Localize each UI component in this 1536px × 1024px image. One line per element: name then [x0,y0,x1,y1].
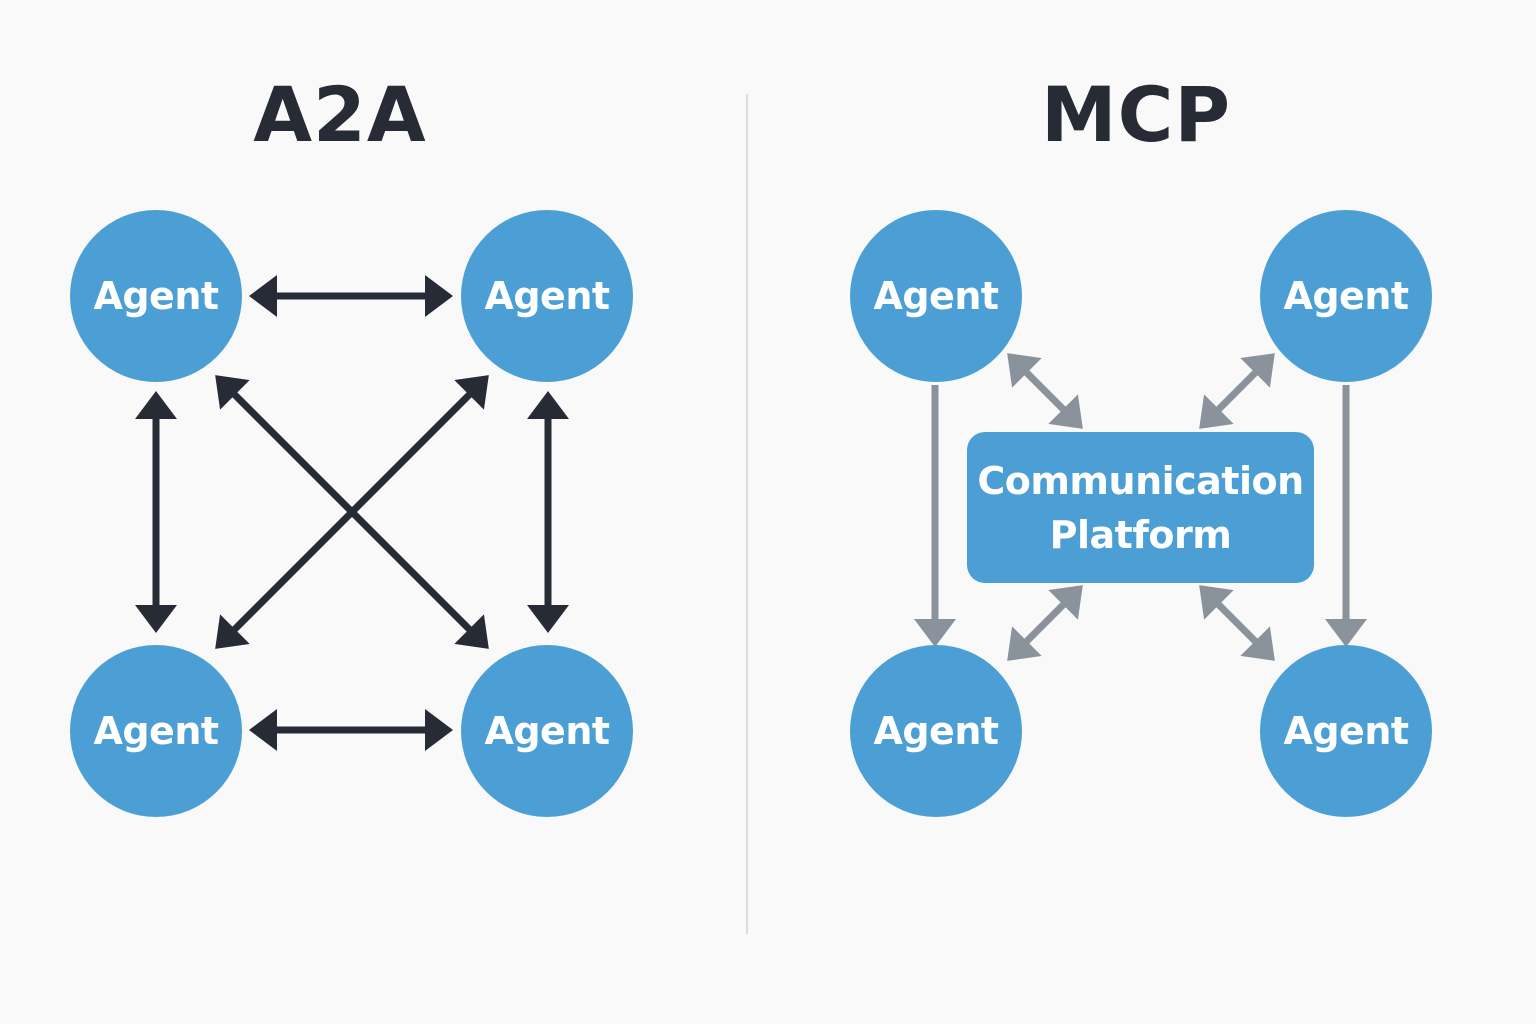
a2a-title: A2A [253,70,427,159]
platform-label-line2: Platform [1049,512,1232,557]
mcp-arrow-top-right [1199,353,1275,429]
panel-divider [746,94,748,934]
mcp-agent-top-right: Agent [1260,210,1432,382]
agent-label: Agent [1283,274,1409,318]
mcp-title: MCP [1040,70,1232,159]
communication-platform-box: Communication Platform [967,432,1314,583]
a2a-agent-top-left: Agent [70,210,242,382]
agent-label: Agent [93,709,219,753]
mcp-agent-bottom-left: Agent [850,645,1022,817]
agent-label: Agent [484,709,610,753]
a2a-agent-bottom-left: Agent [70,645,242,817]
agent-label: Agent [93,274,219,318]
a2a-agent-bottom-right: Agent [461,645,633,817]
a2a-arrow-diagonal-up [215,375,489,649]
mcp-agent-bottom-right: Agent [1260,645,1432,817]
agent-label: Agent [484,274,610,318]
mcp-agent-top-left: Agent [850,210,1022,382]
platform-label-line1: Communication [977,458,1304,503]
mcp-arrow-bottom-right [1199,585,1275,661]
agent-label: Agent [873,274,999,318]
mcp-arrow-top-left [1007,353,1083,429]
a2a-agent-top-right: Agent [461,210,633,382]
agent-label: Agent [1283,709,1409,753]
agent-label: Agent [873,709,999,753]
mcp-arrow-bottom-left [1007,585,1083,661]
